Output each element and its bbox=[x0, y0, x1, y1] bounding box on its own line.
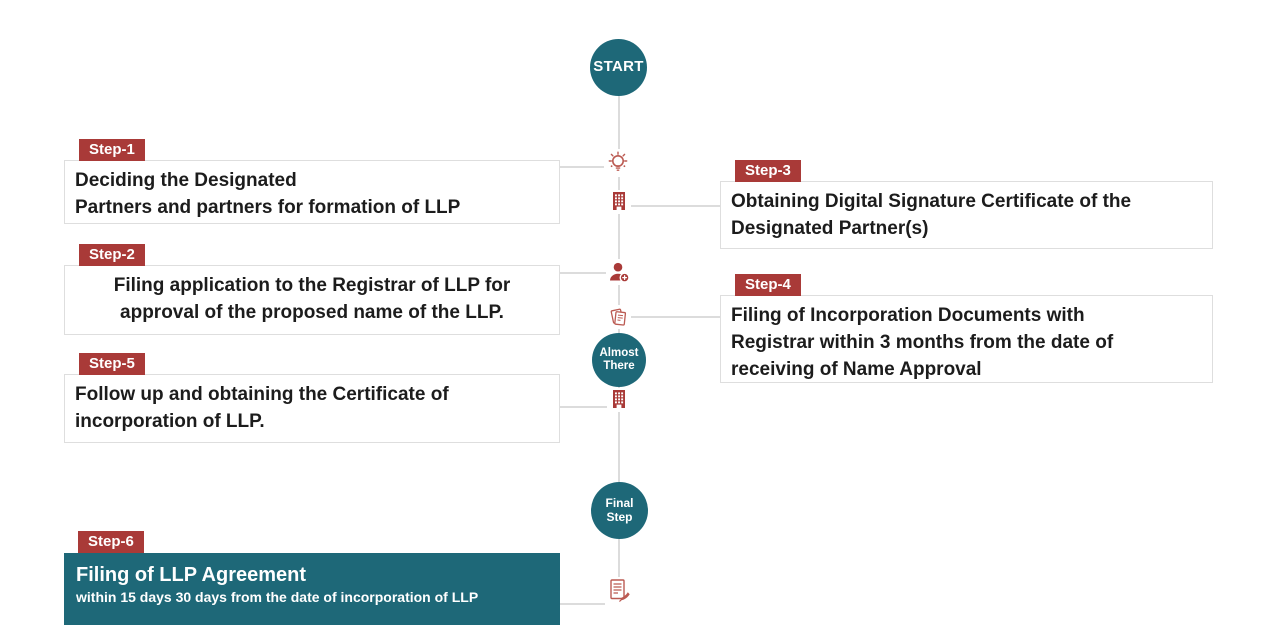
step5-text: Follow up and obtaining the Certificate … bbox=[65, 375, 559, 435]
idea-lightbulb-icon bbox=[604, 149, 632, 177]
step6-badge: Step-6 bbox=[78, 531, 144, 553]
step4-box: Step-4 Filing of Incorporation Documents… bbox=[720, 274, 1213, 383]
connector-step5 bbox=[556, 406, 610, 408]
almost-there-label-line1: Almost bbox=[599, 347, 639, 360]
connector-step2 bbox=[556, 272, 608, 274]
step5-badge: Step-5 bbox=[79, 353, 145, 375]
step2-badge: Step-2 bbox=[79, 244, 145, 266]
step4-line2: Registrar within 3 months from the date … bbox=[731, 332, 1114, 353]
final-step-node: Final Step bbox=[591, 482, 648, 539]
almost-there-label-line2: There bbox=[603, 360, 635, 372]
connector-step1 bbox=[556, 166, 608, 168]
step2-line1: Filing application to the Registrar of L… bbox=[113, 275, 511, 296]
step5-line1: Follow up and obtaining the Certificate … bbox=[75, 384, 449, 405]
step1-text: Deciding the Designated Partners and par… bbox=[65, 161, 559, 221]
step4-line1: Filing of Incorporation Documents with bbox=[731, 305, 1085, 326]
step1-line2: Partners and partners for formation of L… bbox=[75, 197, 461, 218]
agreement-signing-icon bbox=[605, 577, 633, 605]
final-step-label: Final Step bbox=[605, 496, 634, 524]
step6-subtitle: within 15 days 30 days from the date of … bbox=[76, 589, 479, 605]
start-node: START bbox=[590, 39, 647, 96]
step4-line3: receiving of Name Approval bbox=[731, 359, 982, 380]
step4-text: Filing of Incorporation Documents with R… bbox=[721, 296, 1212, 383]
step5-box: Step-5 Follow up and obtaining the Certi… bbox=[64, 353, 560, 443]
incorporation-documents-icon bbox=[607, 305, 631, 329]
step1-box: Step-1 Deciding the Designated Partners … bbox=[64, 139, 560, 224]
almost-there-node: Almost There bbox=[592, 333, 646, 387]
office-building-icon bbox=[607, 388, 631, 412]
step3-line1: Obtaining Digital Signature Certificate … bbox=[731, 191, 1132, 212]
connector-step6 bbox=[552, 603, 608, 605]
connector-step3 bbox=[630, 205, 720, 207]
step6-title: Filing of LLP Agreement bbox=[76, 564, 307, 586]
step2-box: Step-2 Filing application to the Registr… bbox=[64, 244, 560, 335]
step1-badge: Step-1 bbox=[79, 139, 145, 161]
step3-badge: Step-3 bbox=[735, 160, 801, 182]
step1-line1: Deciding the Designated bbox=[75, 170, 297, 191]
step3-line2: Designated Partner(s) bbox=[731, 218, 929, 239]
step2-line2: approval of the proposed name of the LLP… bbox=[120, 302, 504, 323]
office-building-icon bbox=[607, 190, 631, 214]
step6-box: Step-6 Filing of LLP Agreement within 15… bbox=[64, 531, 560, 625]
step4-badge: Step-4 bbox=[735, 274, 801, 296]
start-label: START bbox=[593, 58, 644, 76]
step5-line2: incorporation of LLP. bbox=[75, 411, 265, 432]
step3-text: Obtaining Digital Signature Certificate … bbox=[721, 182, 1212, 242]
connector-step4 bbox=[630, 316, 720, 318]
step2-text: Filing application to the Registrar of L… bbox=[65, 266, 559, 326]
step3-box: Step-3 Obtaining Digital Signature Certi… bbox=[720, 160, 1213, 249]
add-partner-person-icon bbox=[606, 259, 632, 285]
